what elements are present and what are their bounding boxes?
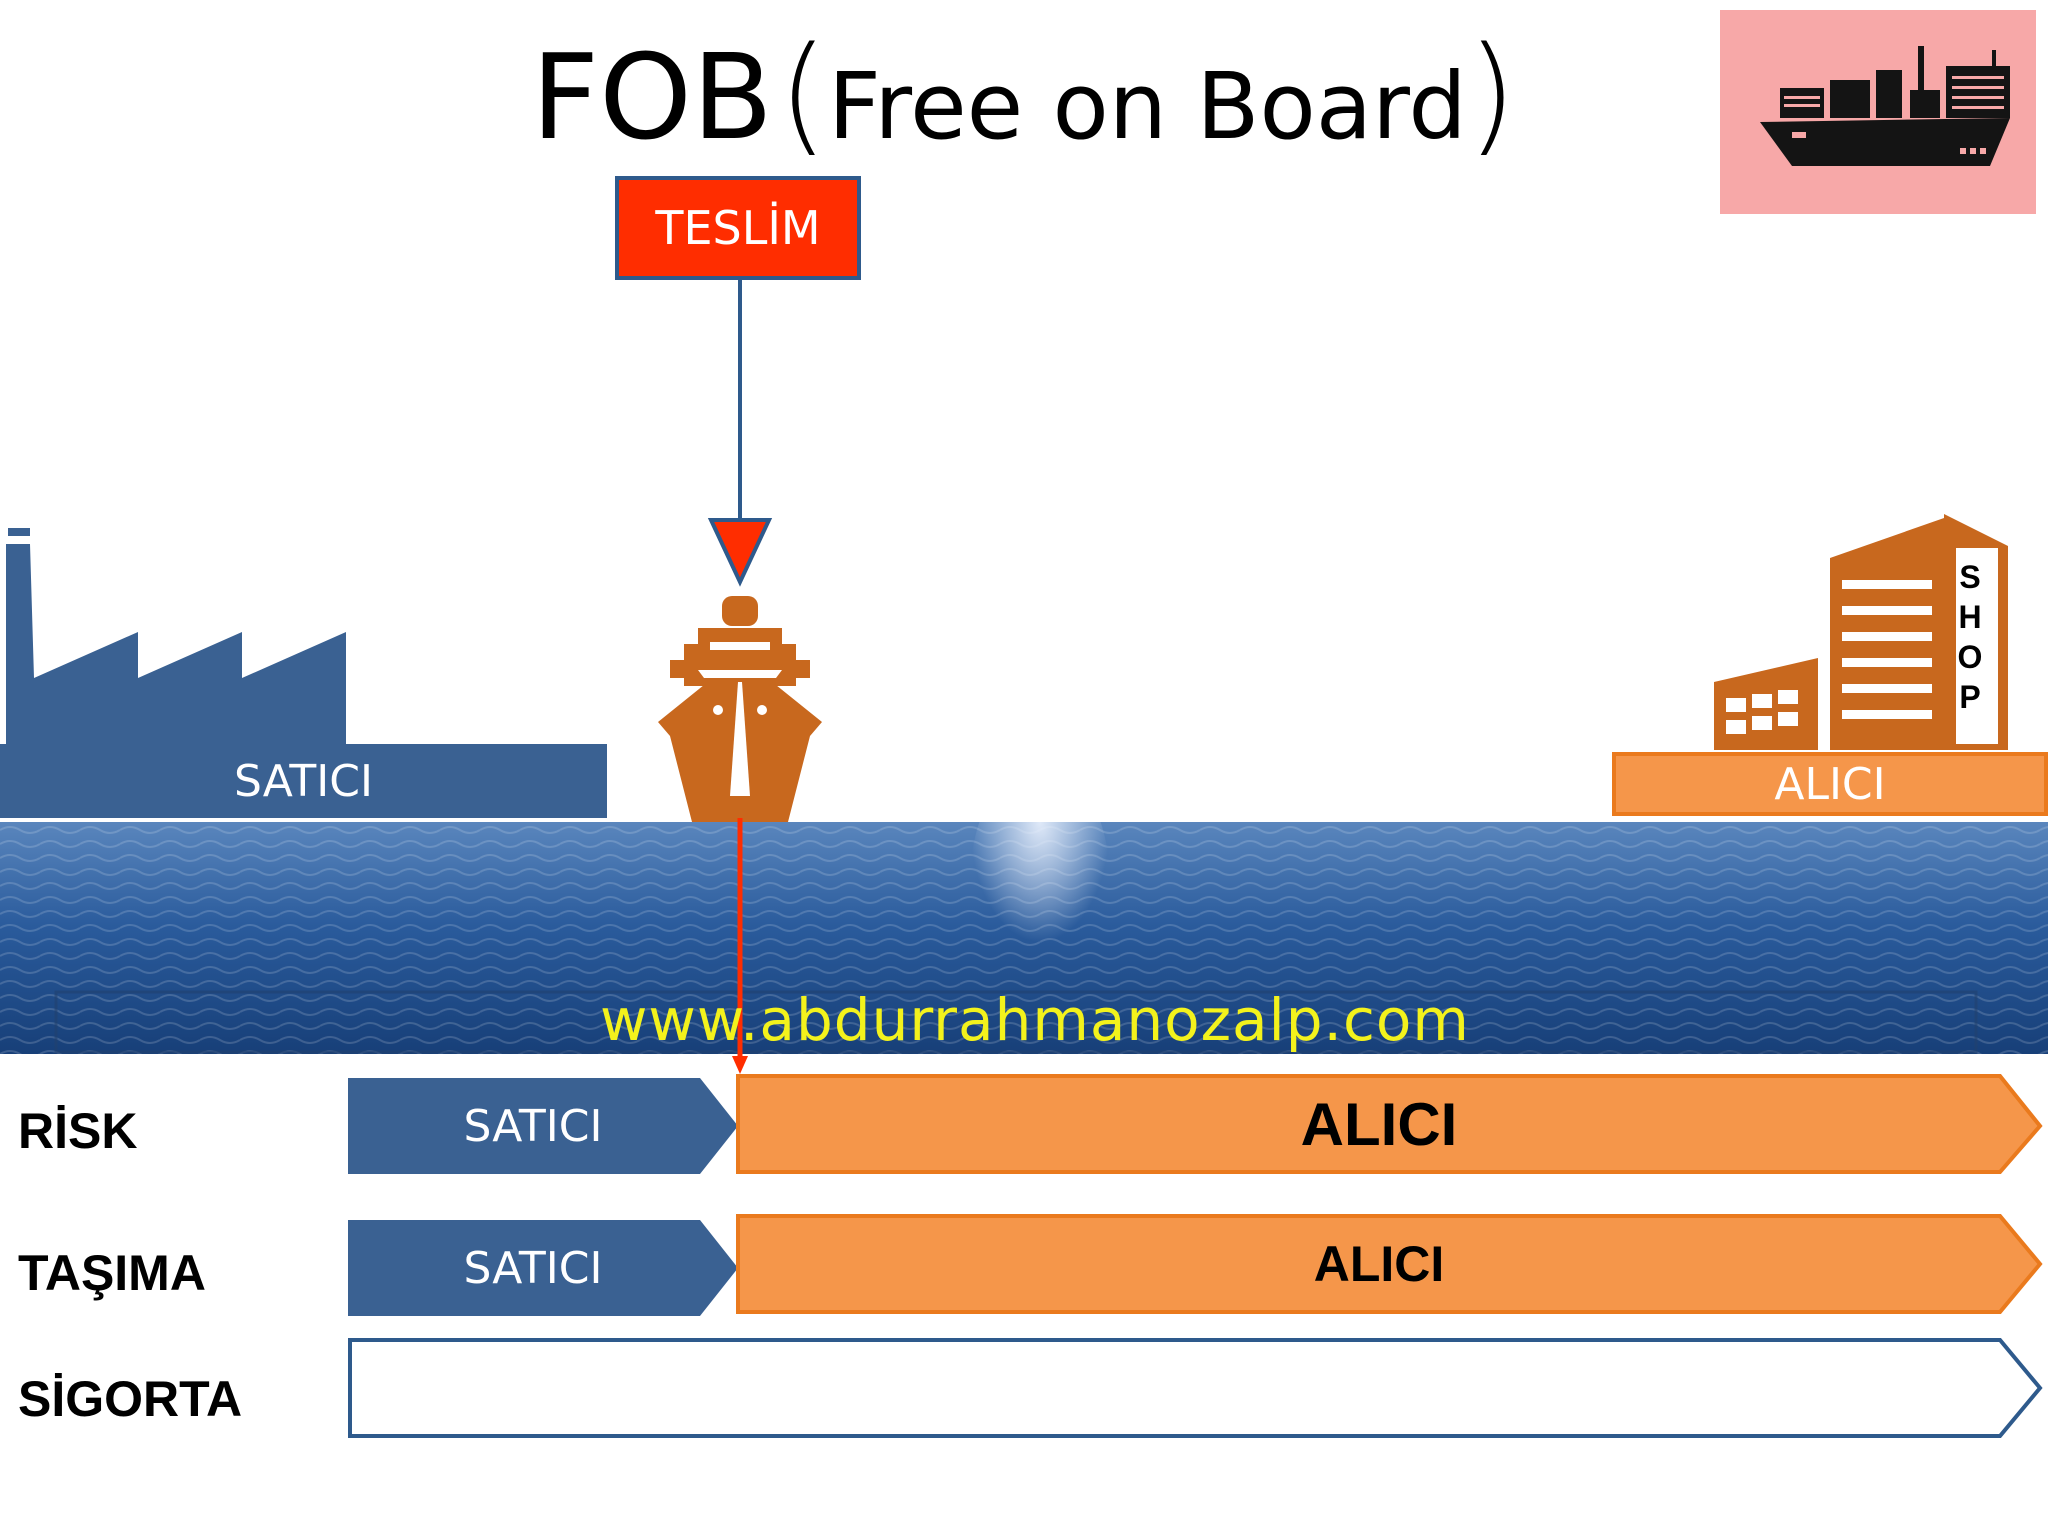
- seller-location-bar: SATICI: [0, 744, 607, 818]
- transport-seller-label: SATICI: [463, 1242, 603, 1294]
- title-subtitle: Free on Board: [828, 53, 1467, 160]
- shop-sign: S H O P: [1958, 559, 1983, 715]
- cargo-ship-front-icon: [658, 596, 822, 822]
- sea-background: [0, 822, 2048, 1054]
- row-label-risk: RİSK: [18, 1103, 138, 1159]
- risk-seller-label: SATICI: [463, 1100, 603, 1152]
- delivery-arrow-head: [707, 518, 773, 587]
- shop-letter: P: [1959, 679, 1980, 715]
- title-close-paren: ): [1466, 20, 1517, 169]
- title-open-paren: (: [778, 20, 829, 169]
- container-ship-side-icon: [1720, 10, 2036, 214]
- row-label-insurance: SİGORTA: [18, 1371, 243, 1427]
- shop-letter: O: [1958, 639, 1983, 675]
- factory-icon: [6, 528, 346, 744]
- transport-buyer-label: ALICI: [1313, 1236, 1445, 1292]
- risk-transfer-line: [732, 818, 748, 1074]
- risk-buyer-label: ALICI: [1300, 1090, 1458, 1158]
- watermark-text: www.abdurrahmanozalp.com: [600, 986, 1470, 1054]
- delivery-point-box: TESLİM: [615, 176, 861, 280]
- shop-letter: S: [1959, 559, 1980, 595]
- insurance-empty-segment: [348, 1338, 2043, 1438]
- shop-building-icon: S H O P: [1714, 514, 2008, 750]
- title-main: FOB: [531, 28, 774, 166]
- buyer-location-bar: ALICI: [1612, 752, 2048, 816]
- shop-letter: H: [1958, 599, 1981, 635]
- row-label-transport: TAŞIMA: [18, 1245, 206, 1301]
- page-title: FOB (Free on Board): [0, 20, 2048, 169]
- container-ship-silhouette: [1760, 46, 2010, 166]
